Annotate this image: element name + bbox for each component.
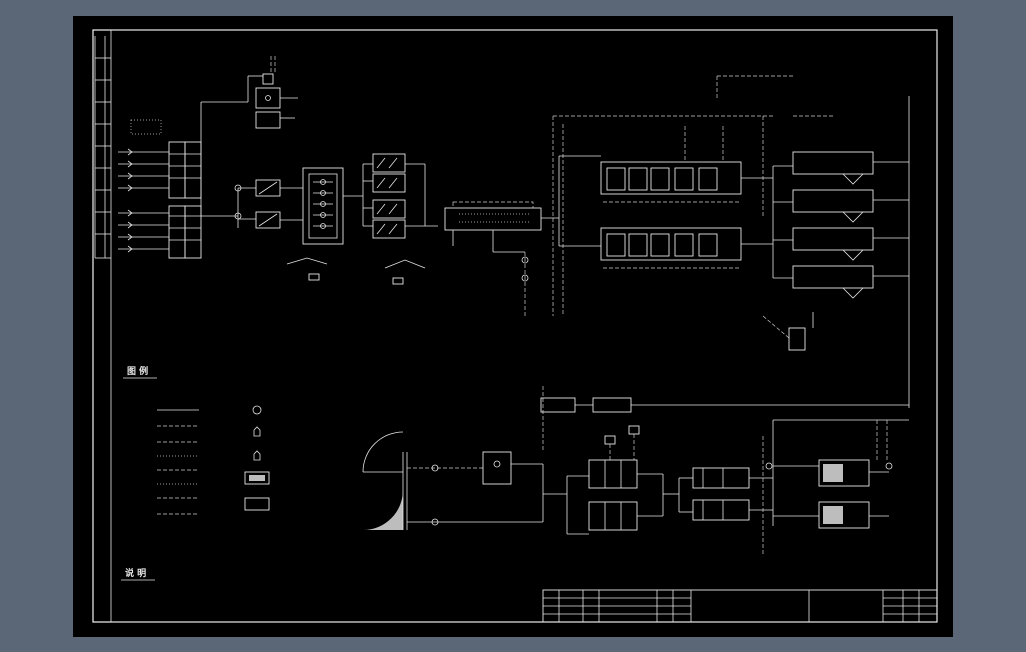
gate-valve-icon <box>253 426 261 437</box>
margin-binding-strip <box>95 57 111 259</box>
new-equipment-icon <box>244 497 270 511</box>
top-pretreatment-unit <box>247 56 298 129</box>
outer-border <box>92 29 938 623</box>
pump-symbol-icon <box>252 405 262 415</box>
notes-heading: 说 明 <box>125 567 146 579</box>
grit-chamber <box>444 201 559 316</box>
lift-pump-station <box>286 167 344 281</box>
inner-border <box>110 29 938 623</box>
outfall-structures <box>362 431 543 530</box>
dosing-unit <box>482 451 567 522</box>
process-flow-drawing: 图 例 <box>92 29 938 623</box>
manual-valve-icon <box>253 450 261 461</box>
inlet-pipes <box>118 119 169 253</box>
legend-heading: 图 例 <box>127 365 148 377</box>
valve-well-boxes <box>168 101 248 259</box>
high-density-clarifiers <box>540 386 909 535</box>
existing-equipment-icon <box>244 471 270 485</box>
coarse-screen-units <box>234 179 303 229</box>
disinfection-tanks <box>762 419 909 556</box>
legend <box>157 405 270 515</box>
secondary-clarifiers <box>716 75 910 408</box>
fine-screen-units <box>343 153 438 285</box>
filter-units <box>663 462 773 521</box>
title-block <box>542 589 938 623</box>
drawing-canvas: 图 例 <box>73 16 953 637</box>
a2o-biological-tanks <box>552 115 773 316</box>
